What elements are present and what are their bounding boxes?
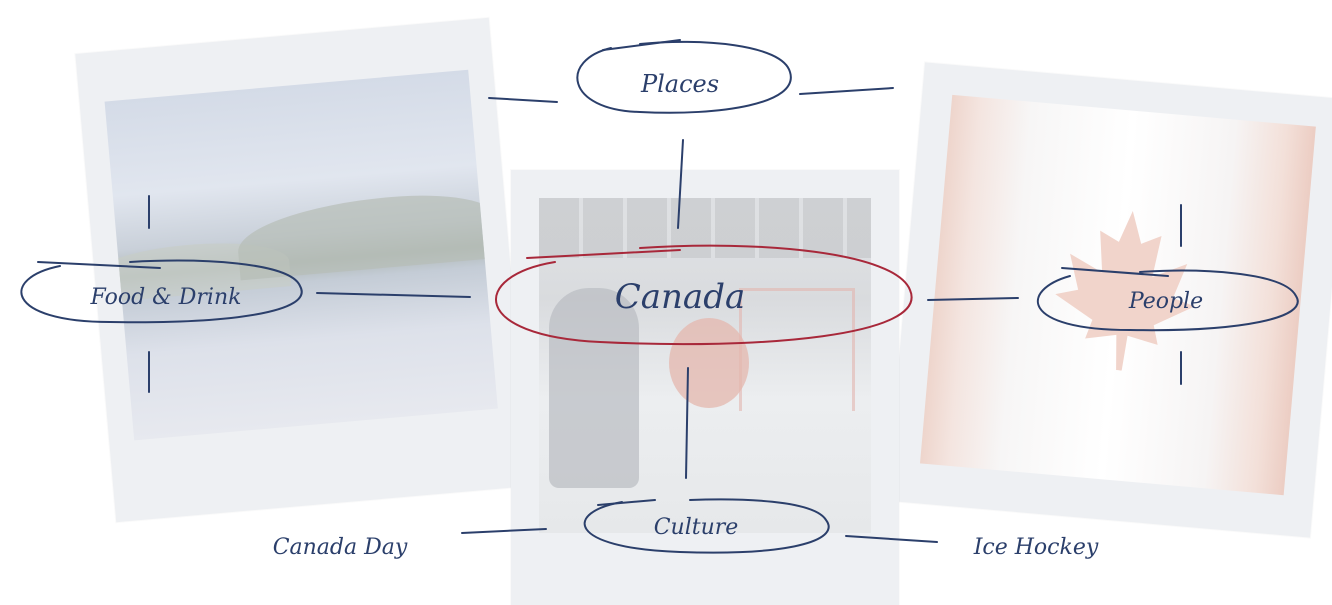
connector-places-right: [799, 87, 894, 95]
node-people[interactable]: People: [1128, 289, 1203, 314]
places-overline: [602, 39, 681, 51]
connector-places-center: [677, 139, 684, 229]
node-culture[interactable]: Culture: [654, 515, 739, 540]
connector-culture-icehockey: [845, 535, 938, 543]
food-ellipse: [20, 259, 303, 324]
connector-culture-canadaday: [461, 528, 547, 534]
connector-center-people: [927, 297, 1019, 301]
connector-center-culture: [685, 367, 689, 479]
node-canada-center[interactable]: Canada: [615, 277, 746, 317]
people-ellipse: [1036, 269, 1299, 332]
node-places[interactable]: Places: [640, 70, 719, 98]
places-ellipse: [576, 40, 792, 114]
culture-overline: [597, 499, 656, 506]
connector-food-center: [316, 292, 471, 298]
leaf-canada-day[interactable]: Canada Day: [273, 535, 408, 560]
food-overline: [37, 261, 161, 269]
people-overline: [1061, 267, 1169, 277]
photo-frame-hockey: [511, 170, 899, 605]
leaf-ice-hockey[interactable]: Ice Hockey: [973, 535, 1099, 560]
canada-overline: [526, 249, 681, 259]
culture-ellipse: [583, 498, 830, 554]
node-food-drink[interactable]: Food & Drink: [90, 285, 242, 310]
canada-ellipse: [495, 244, 913, 346]
connector-places-left: [488, 97, 558, 103]
